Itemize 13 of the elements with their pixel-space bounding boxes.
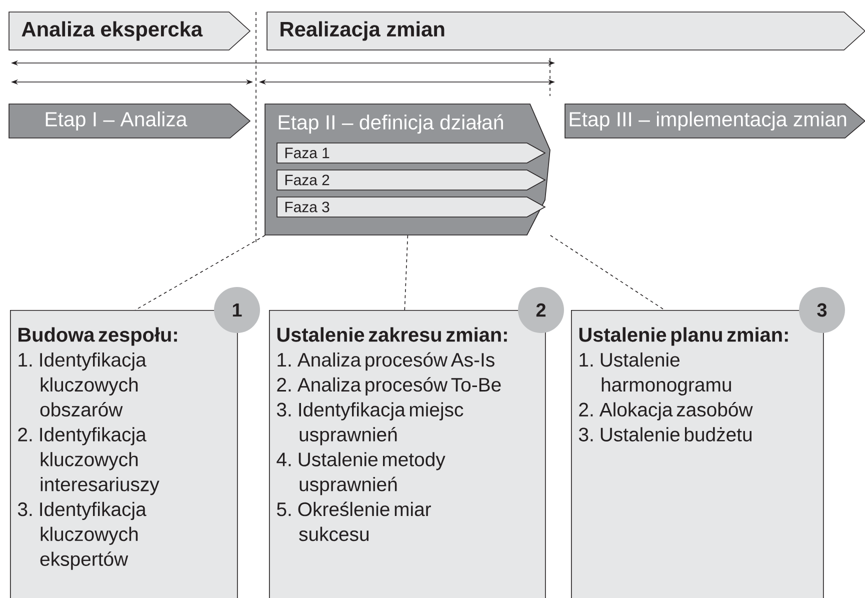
- stage-banner: Etap III – implementacja zmian: [564, 104, 865, 138]
- connector-line: [550, 235, 665, 310]
- number-badge: 2: [518, 287, 564, 333]
- number-badge: 3: [799, 287, 845, 333]
- phase-banner: Analiza ekspercka: [8, 12, 251, 50]
- number-badge: 1: [214, 287, 260, 333]
- phase-tab: Faza 1: [276, 142, 546, 164]
- stage-banner: Etap I – Analiza: [8, 104, 251, 138]
- connector-line: [134, 235, 266, 310]
- phase-tab: Faza 2: [276, 170, 546, 190]
- connector-line: [404, 235, 408, 310]
- phase-tab: Faza 3: [276, 196, 546, 218]
- phase-banner: Realizacja zmian: [266, 12, 865, 50]
